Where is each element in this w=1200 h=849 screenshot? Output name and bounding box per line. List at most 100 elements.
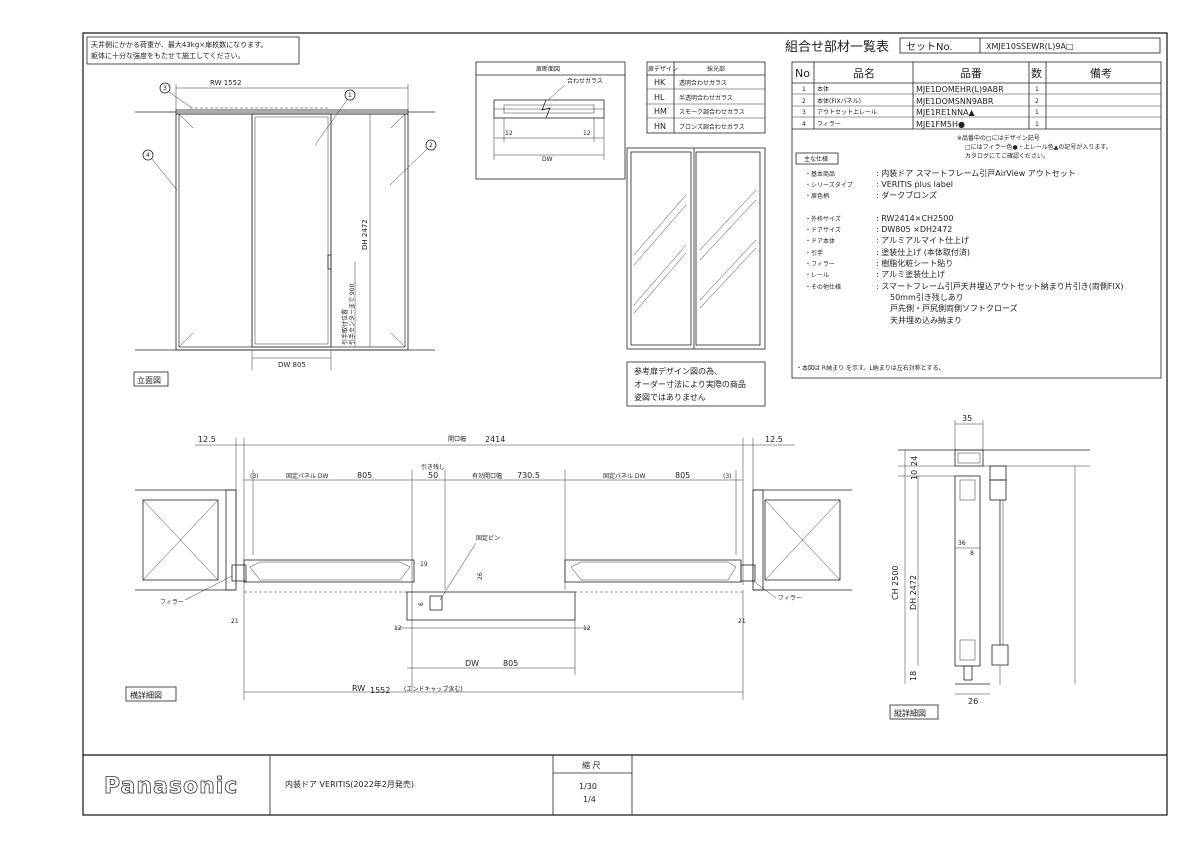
svg-text:3: 3: [163, 85, 167, 92]
elevation-handle-note-2: 引手センターまで 900: [348, 283, 356, 345]
reference-note-1: 参考扉デザイン図の為、: [634, 366, 722, 376]
plan-rw-val: 1552: [370, 686, 390, 695]
vertical-d10: 10: [910, 470, 919, 480]
callout-4: 4: [142, 149, 178, 191]
plan-opening-label: 開口幅: [448, 435, 466, 443]
parts-set-no: XMJE10SSEWR(L)9A□: [986, 42, 1073, 51]
svg-text:2: 2: [429, 142, 433, 149]
parts-row-1-no: 1: [802, 86, 806, 93]
spec-value-12: 天井埋め込み納まり: [890, 315, 962, 325]
elevation-label: 立面図: [137, 375, 161, 385]
section-dw: DW: [542, 156, 553, 163]
door-section-detail: 扉断面図 合わせガラス 12 12 DW: [475, 61, 626, 180]
design-name-hm: スモーク調合わせガラス: [679, 108, 745, 116]
load-note-line-2: 躯体に十分な強度をもたせて施工してください。: [91, 51, 245, 60]
elevation-rw: RW 1552: [210, 79, 242, 87]
plan-pull: 50: [428, 471, 438, 480]
plan-left-paren: (3): [250, 473, 259, 480]
parts-row-4-no: 4: [802, 121, 806, 128]
spec-label-9: ・その他仕様: [805, 283, 841, 291]
callout-3: 3: [159, 82, 193, 109]
design-code-hk: HK: [654, 78, 666, 87]
vertical-detail: 35 24 10 36 8 CH 2500 DH 2472 18 26 縦詳細図: [889, 414, 1090, 720]
spec-label-3: ・外枠サイズ: [805, 215, 841, 223]
spec-value-3: : RW2414×CH2500: [876, 214, 953, 223]
spec-value-7: : 樹脂化粧シート貼り: [876, 258, 953, 268]
scale-2: 1/4: [583, 795, 596, 804]
plan-d21-right: 21: [738, 618, 746, 625]
spec-label-5: ・ドア本体: [805, 237, 835, 245]
section-title: 扉断面図: [536, 65, 560, 73]
brand-logo: Panasonic: [104, 774, 238, 799]
svg-text:4: 4: [146, 152, 150, 159]
design-header-design: 扉デザイン: [648, 65, 678, 73]
design-name-hn: ブロンズ調合わせガラス: [679, 123, 745, 131]
product-name: 内装ドア VERITIS(2022年2月発売): [285, 779, 414, 789]
parts-set-label: セットNo.: [906, 41, 953, 53]
spec-label-6: ・引手: [805, 249, 823, 257]
plan-effective-label: 有効開口幅: [472, 472, 502, 480]
vertical-label: 縦詳細図: [894, 708, 926, 718]
design-code-hl: HL: [654, 93, 665, 102]
spec-value-1: : VERITIS plus label: [876, 180, 953, 189]
parts-row-1-name: 本体: [817, 85, 829, 93]
spec-label-8: ・レール: [805, 272, 829, 279]
parts-row-1-code: MJE1DOMEHR(L)9ABR: [916, 85, 1004, 94]
spec-value-2: : ダークブロンズ: [876, 190, 937, 200]
parts-header-qty: 数: [1031, 67, 1042, 80]
spec-value-10: 50mm引き残しあり: [890, 292, 964, 302]
design-table: 扉デザイン 採光部 HK 透明合わせガラス HL 半透明合わせガラス HM スモ…: [646, 61, 766, 134]
spec-title: 主な仕様: [804, 155, 828, 163]
parts-row-4-code: MJE1FM5H●: [916, 120, 965, 129]
parts-header-code: 品番: [960, 67, 982, 80]
elevation-dw: DW 805: [278, 361, 306, 369]
plan-d-12-5-right: 12.5: [765, 435, 783, 444]
spec-label-4: ・ドアサイズ: [805, 226, 841, 234]
spec-value-5: : アルミアルマイト仕上げ: [876, 235, 969, 245]
vertical-dh: DH 2472: [909, 575, 918, 610]
spec-value-4: : DW805 ×DH2472: [876, 225, 952, 234]
plan-fixed-left-label: 固定パネル DW: [286, 472, 329, 480]
plan-pin-label: 固定ピン: [476, 534, 500, 542]
vertical-ch: CH 2500: [891, 565, 900, 600]
plan-d-12-5-left: 12.5: [198, 435, 216, 444]
elevation-handle-note-1: 引手取付位置: [341, 309, 349, 345]
elevation-view: RW 1552 DW 805 DH 2472 引手取付位置 引手センターまで 9…: [133, 79, 437, 387]
design-code-hm: HM: [654, 107, 667, 116]
spec-value-0: : 内装ドア スマートフレーム引戸AirView アウトセット: [876, 168, 1076, 178]
elevation-dh: DH 2472: [361, 219, 369, 250]
plan-rw: RW: [352, 684, 365, 693]
parts-footnote-1: ※品番中の□にはデザイン記号: [957, 134, 1040, 142]
parts-row-3-name: アウトセット上レール: [817, 108, 877, 116]
svg-text:1: 1: [348, 92, 352, 99]
plan-pull-label: 引き残し: [421, 463, 445, 471]
plan-opening: 2414: [485, 435, 505, 444]
spec-value-9: : スマートフレーム引戸天井埋込アウトセット納まり片引き(両側FIX): [876, 281, 1123, 291]
plan-fixed-right-label: 固定パネル DW: [603, 472, 646, 480]
parts-row-2-code: MJE1DOMSNN9ABR: [916, 97, 994, 106]
section-glass-label: 合わせガラス: [567, 77, 603, 85]
plan-dw-val: 805: [503, 659, 518, 668]
parts-header-name: 品名: [853, 66, 875, 80]
parts-row-1-qty: 1: [1035, 86, 1039, 93]
parts-row-4-qty: 1: [1035, 121, 1039, 128]
vertical-d26: 26: [968, 697, 978, 706]
reference-note-2: オーダー寸法により実際の商品: [634, 379, 746, 389]
spec-value-11: 戸先側・戸尻側両側ソフトクローズ: [890, 303, 1018, 313]
section-dim-right: 12: [583, 130, 591, 137]
plan-right-paren: (3): [723, 473, 732, 480]
plan-d26: 26: [477, 572, 484, 580]
parts-header-no: No: [795, 67, 810, 80]
section-dim-left: 12: [505, 130, 513, 137]
plan-d19: 19: [420, 561, 428, 568]
parts-list: 組合せ部材一覧表 セットNo. XMJE10SSEWR(L)9A□ No 品名 …: [785, 37, 1162, 379]
design-header-lighting: 採光部: [707, 65, 725, 73]
plan-fixed-right: 805: [675, 471, 690, 480]
vertical-d8: 8: [970, 550, 974, 557]
title-block: Panasonic 内装ドア VERITIS(2022年2月発売) 縮 尺 1/…: [104, 755, 633, 815]
scale-label: 縮 尺: [582, 760, 601, 770]
parts-bottom-note: ・本図は R納まり を示す。L納まりは左右対称とする。: [796, 364, 945, 372]
parts-footnote-3: カタログにてご確認ください。: [965, 152, 1049, 160]
spec-value-8: : アルミ塗装仕上げ: [876, 269, 945, 279]
